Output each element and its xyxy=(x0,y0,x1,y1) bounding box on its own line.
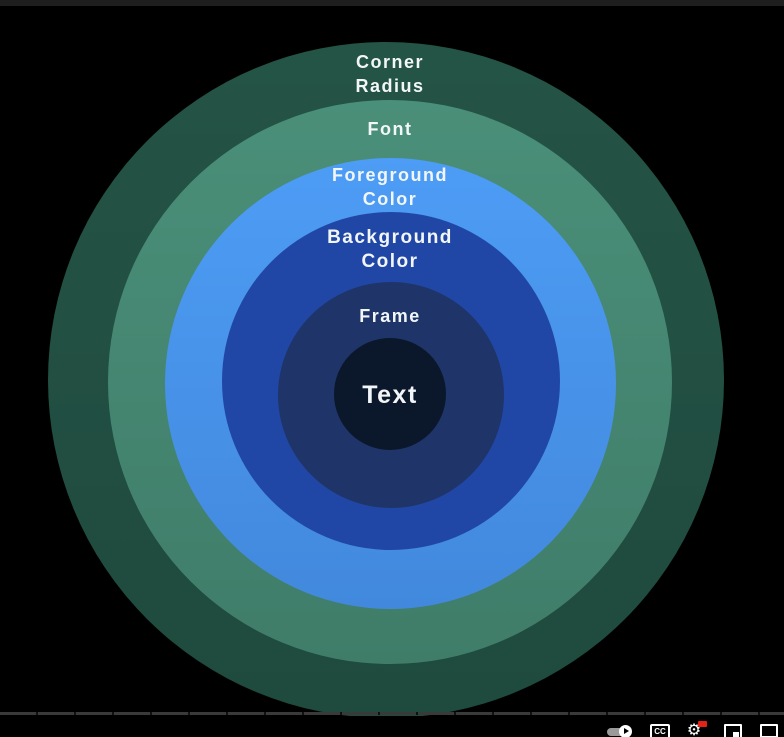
captions-button[interactable]: CC xyxy=(650,724,670,737)
hd-badge-icon xyxy=(698,721,707,727)
top-edge-bar xyxy=(0,0,784,6)
label-foreground-color: Foreground Color xyxy=(290,163,490,211)
label-foreground-line2: Color xyxy=(362,189,418,209)
label-frame-text: Frame xyxy=(359,306,421,326)
gear-icon[interactable]: ⚙ xyxy=(686,722,702,737)
label-font-text: Font xyxy=(367,119,413,139)
autoplay-track xyxy=(607,728,627,736)
label-frame: Frame xyxy=(290,304,490,328)
player-controls-bar xyxy=(0,716,784,737)
autoplay-toggle-icon[interactable] xyxy=(607,724,633,737)
progress-bar[interactable] xyxy=(0,712,784,715)
label-background-line2: Color xyxy=(361,251,419,272)
theater-mode-icon[interactable] xyxy=(760,724,778,737)
label-corner-radius-line1: Corner xyxy=(355,52,424,72)
label-font: Font xyxy=(290,117,490,141)
label-corner-radius: Corner Radius xyxy=(290,50,490,98)
label-background-line1: Background xyxy=(327,227,453,248)
label-corner-radius-line2: Radius xyxy=(355,76,425,96)
captions-label: CC xyxy=(654,727,666,736)
autoplay-knob xyxy=(619,725,632,737)
miniplayer-icon[interactable] xyxy=(724,724,742,737)
label-foreground-line1: Foreground xyxy=(332,165,448,185)
label-background-color: Background Color xyxy=(290,226,490,274)
label-text-text: Text xyxy=(362,381,418,409)
ring-text xyxy=(334,338,446,450)
label-text: Text xyxy=(290,380,490,410)
